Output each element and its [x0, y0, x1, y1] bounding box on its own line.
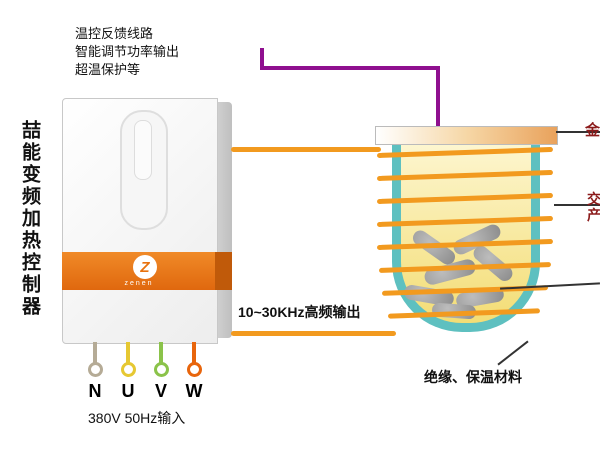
terminal-letter-n: N — [88, 381, 102, 401]
power-input-label: 380V 50Hz输入 — [88, 410, 186, 426]
label-metal: 金 — [585, 122, 600, 139]
annotation-line-1: 温控反馈线路 — [75, 26, 154, 41]
coil-lead-top — [231, 147, 381, 152]
brand-name: zenen — [124, 280, 154, 287]
feedback-line-horizontal — [260, 66, 440, 70]
terminal-letter-v: V — [154, 381, 167, 401]
wire-n — [93, 342, 97, 364]
leader-field — [554, 204, 600, 206]
terminal-ring-v — [154, 362, 169, 377]
leader-lid — [556, 131, 600, 133]
leader-insulation — [497, 340, 529, 366]
brand-logo-icon: Z — [133, 255, 157, 279]
annotation-line-2: 智能调节功率输出 — [75, 44, 180, 59]
label-field-1: 交 — [587, 191, 600, 207]
controller-display-window — [134, 120, 152, 180]
label-field-2: 产 — [587, 207, 600, 223]
annotation-line-3: 超温保护等 — [75, 62, 141, 77]
coil-lead-bottom — [231, 331, 396, 336]
wire-v — [159, 342, 163, 364]
terminal-ring-u — [121, 362, 136, 377]
insulation-label: 绝缘、保温材料 — [424, 369, 522, 385]
feedback-annotation: 温控反馈线路 智能调节功率输出 超温保护等 — [75, 25, 179, 79]
wire-u — [126, 342, 130, 364]
wire-w — [192, 342, 196, 364]
terminal-ring-w — [187, 362, 202, 377]
feedback-line-vertical — [436, 66, 440, 128]
hf-output-label: 10~30KHz高频输出 — [238, 304, 361, 320]
terminal-letter-u: U — [121, 381, 135, 401]
terminal-ring-n — [88, 362, 103, 377]
terminal-letter-w: W — [185, 381, 203, 401]
crucible-lid — [375, 126, 558, 145]
left-vertical-title: 喆能变频加热控制器 — [19, 120, 40, 318]
controller-orange-band-side — [215, 252, 232, 290]
feedback-line-stub — [260, 48, 264, 70]
